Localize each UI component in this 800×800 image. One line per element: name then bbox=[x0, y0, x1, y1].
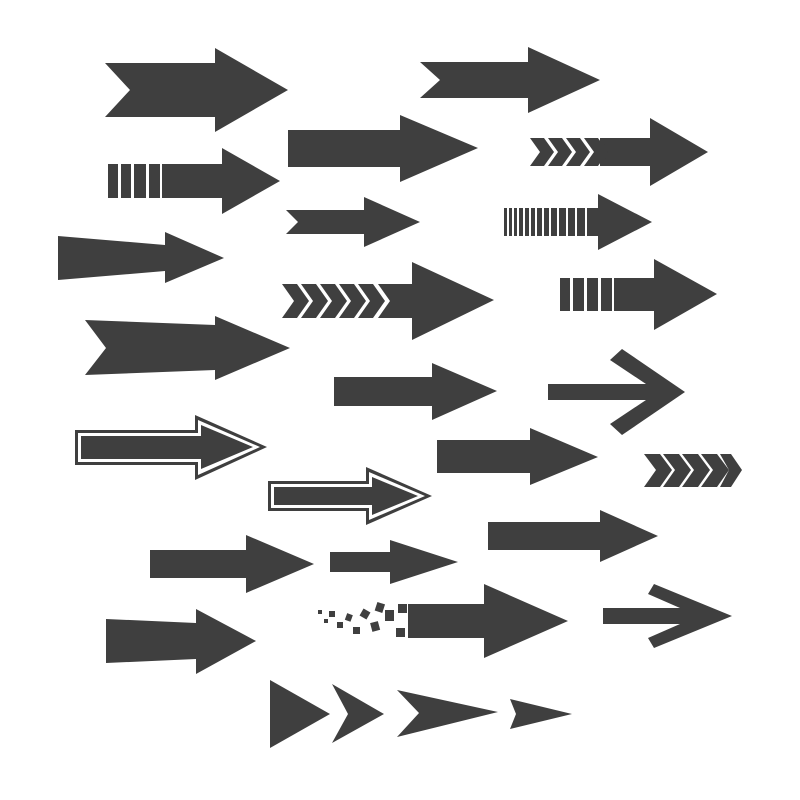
chevrons-icon bbox=[644, 454, 742, 487]
arrow-right-icon bbox=[286, 197, 420, 247]
arrow-right-icon bbox=[150, 535, 314, 593]
chevron-arrow-icon bbox=[105, 48, 288, 132]
striped-tail-arrow-icon bbox=[560, 259, 717, 330]
triangle-icon bbox=[270, 680, 330, 748]
tapered-arrow-icon bbox=[58, 232, 224, 283]
arrow-right-icon bbox=[488, 510, 658, 562]
arrow-right-icon bbox=[334, 363, 497, 420]
arrow-right-icon bbox=[437, 428, 598, 485]
dart-arrow-icon bbox=[332, 684, 384, 743]
outlined-arrow-icon bbox=[75, 415, 267, 480]
arrow-right-icon bbox=[288, 115, 478, 182]
chevron-arrow-icon bbox=[85, 316, 290, 380]
outlined-arrow-icon bbox=[268, 467, 432, 525]
swept-arrow-icon bbox=[106, 609, 256, 674]
striped-tail-arrow-icon bbox=[108, 148, 280, 214]
chevron-tail-arrow-icon bbox=[282, 262, 494, 340]
open-arrow-icon bbox=[603, 584, 732, 648]
open-arrow-icon bbox=[548, 349, 685, 435]
swept-arrow-icon bbox=[397, 690, 498, 737]
arrow-right-icon bbox=[330, 540, 458, 584]
dart-arrow-icon bbox=[510, 699, 572, 729]
pixel-dissolve-arrow-icon bbox=[318, 584, 568, 658]
striped-tail-arrow-icon bbox=[504, 194, 652, 250]
fletched-chevron-tail-arrow-icon bbox=[530, 118, 708, 186]
chevron-arrow-icon bbox=[420, 47, 600, 113]
